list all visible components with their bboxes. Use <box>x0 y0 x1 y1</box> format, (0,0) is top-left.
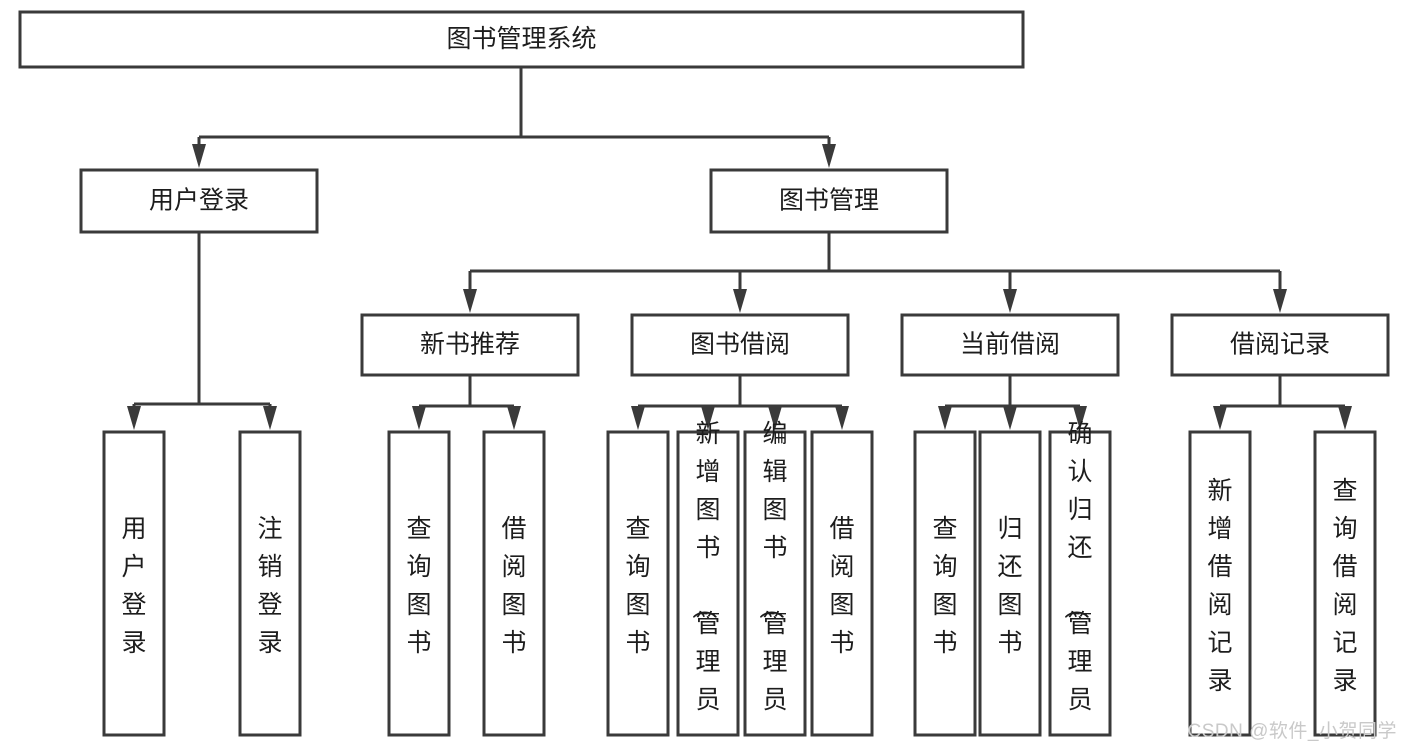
arrow-head <box>938 406 952 430</box>
node-leaf-query-book-1[interactable]: 查询图书 <box>387 430 451 737</box>
node-label: 用户登录 <box>121 515 146 657</box>
node-box[interactable] <box>606 430 670 737</box>
node-book-borrow[interactable]: 图书借阅 <box>630 313 850 377</box>
node-label: 查询借阅记录 <box>1332 477 1357 695</box>
node-root[interactable]: 图书管理系统 <box>18 10 1025 69</box>
arrow-head <box>1273 289 1287 313</box>
arrow-head <box>1213 406 1227 430</box>
node-box[interactable] <box>18 10 1025 69</box>
node-leaf-add-record[interactable]: 新增借阅记录 <box>1188 430 1252 737</box>
node-box[interactable] <box>810 430 874 737</box>
node-label: 查询图书 <box>625 515 650 657</box>
edge-group-root-to-l2 <box>192 67 836 168</box>
node-label: 查询图书 <box>406 515 431 657</box>
node-box[interactable] <box>709 168 949 234</box>
connector-layer <box>127 67 1352 430</box>
arrow-head <box>701 406 715 430</box>
node-leaf-edit-book[interactable]: 编辑图书（管理员） <box>743 420 807 747</box>
node-label: 借阅记录 <box>1230 331 1330 359</box>
node-box[interactable] <box>913 430 977 737</box>
node-box[interactable] <box>900 313 1120 377</box>
arrow-head <box>1338 406 1352 430</box>
node-box[interactable] <box>676 430 740 737</box>
node-leaf-user-logout[interactable]: 注销登录 <box>238 430 302 737</box>
node-label: 借阅图书 <box>501 515 526 657</box>
node-label: 用户登录 <box>149 187 249 215</box>
node-leaf-query-book-3[interactable]: 查询图书 <box>913 430 977 737</box>
arrow-head <box>1073 406 1087 430</box>
node-leaf-add-book[interactable]: 新增图书（管理员） <box>676 420 740 747</box>
node-box[interactable] <box>1313 430 1377 737</box>
arrow-head <box>263 406 277 430</box>
node-box[interactable] <box>79 168 319 234</box>
edge-group-user-login-to-leaves <box>127 232 277 430</box>
arrow-head <box>768 406 782 430</box>
node-book-manage[interactable]: 图书管理 <box>709 168 949 234</box>
node-box[interactable] <box>1188 430 1252 737</box>
node-leaf-confirm-return[interactable]: 确认归还（管理员） <box>1048 420 1112 747</box>
node-box[interactable] <box>102 430 166 737</box>
node-label: 图书管理系统 <box>446 25 596 53</box>
arrow-head <box>127 406 141 430</box>
node-label: 新增借阅记录 <box>1207 477 1232 695</box>
edge-group-recommend-to-leaves <box>412 375 521 430</box>
node-borrow-record[interactable]: 借阅记录 <box>1170 313 1390 377</box>
node-leaf-borrow-book-2[interactable]: 借阅图书 <box>810 430 874 737</box>
arrow-head <box>507 406 521 430</box>
node-leaf-borrow-book-1[interactable]: 借阅图书 <box>482 430 546 737</box>
node-leaf-query-record[interactable]: 查询借阅记录 <box>1313 430 1377 737</box>
node-leaf-return-book[interactable]: 归还图书 <box>978 430 1042 737</box>
node-box[interactable] <box>482 430 546 737</box>
arrow-head <box>463 289 477 313</box>
node-label: 查询图书 <box>932 515 957 657</box>
node-box[interactable] <box>1048 430 1112 737</box>
node-label: 编辑图书（管理员） <box>756 420 787 747</box>
arrow-head <box>822 144 836 168</box>
node-label: 图书借阅 <box>690 331 790 359</box>
node-leaf-user-login[interactable]: 用户登录 <box>102 430 166 737</box>
edge-group-record-to-leaves <box>1213 375 1352 430</box>
edge-group-current-to-leaves <box>938 375 1087 430</box>
node-label: 新书推荐 <box>420 331 520 359</box>
arrow-head <box>1003 406 1017 430</box>
node-box[interactable] <box>360 313 580 377</box>
arrow-head <box>412 406 426 430</box>
csdn-watermark: CSDN @软件_小贺同学 <box>1187 721 1397 742</box>
node-box[interactable] <box>630 313 850 377</box>
node-box[interactable] <box>387 430 451 737</box>
arrow-head <box>192 144 206 168</box>
node-label: 当前借阅 <box>960 331 1060 359</box>
node-leaf-query-book-2[interactable]: 查询图书 <box>606 430 670 737</box>
edge-group-borrow-to-leaves <box>631 375 849 430</box>
node-box[interactable] <box>1170 313 1390 377</box>
node-label: 归还图书 <box>997 515 1022 657</box>
edge-group-book-manage-to-l3 <box>463 232 1287 313</box>
arrow-head <box>1003 289 1017 313</box>
node-user-login[interactable]: 用户登录 <box>79 168 319 234</box>
arrow-head <box>835 406 849 430</box>
arrow-head <box>631 406 645 430</box>
node-label: 借阅图书 <box>829 515 854 657</box>
node-label: 注销登录 <box>257 515 282 657</box>
node-box[interactable] <box>743 430 807 737</box>
node-box[interactable] <box>238 430 302 737</box>
node-box[interactable] <box>978 430 1042 737</box>
node-current-borrow[interactable]: 当前借阅 <box>900 313 1120 377</box>
arrow-head <box>733 289 747 313</box>
node-new-book-recommend[interactable]: 新书推荐 <box>360 313 580 377</box>
node-label: 确认归还（管理员） <box>1061 420 1092 747</box>
node-label: 图书管理 <box>779 187 879 215</box>
node-layer: 图书管理系统用户登录图书管理新书推荐图书借阅当前借阅借阅记录用户登录注销登录查询… <box>18 10 1390 747</box>
